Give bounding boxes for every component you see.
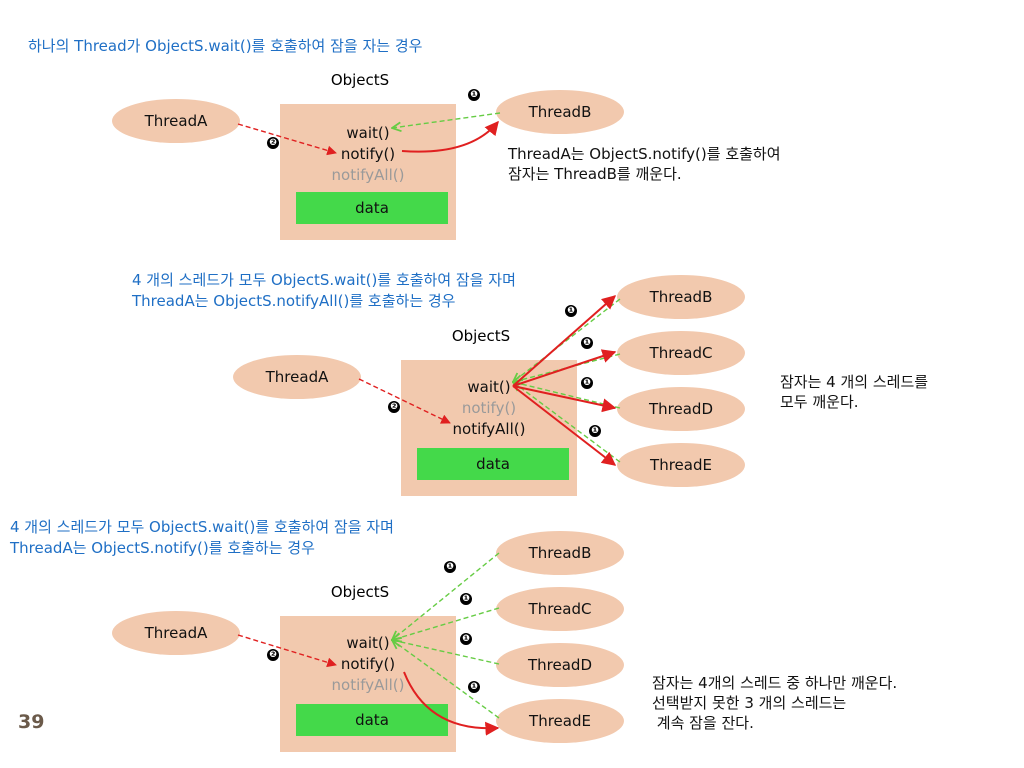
section1-object-label: ObjectS xyxy=(330,71,390,89)
section1-thread-b: ThreadB xyxy=(496,90,624,134)
section2-method-wait: wait() xyxy=(467,378,511,396)
section3-badge-e: ❶ xyxy=(468,681,480,693)
section2-object-box: wait() notify() notifyAll() data xyxy=(401,360,577,496)
section3-thread-e: ThreadE xyxy=(496,699,624,743)
section1-caption: ThreadA는 ObjectS.notify()를 호출하여 잠자는 Thre… xyxy=(508,145,781,183)
section3-object-label: ObjectS xyxy=(330,583,390,601)
section3-badge-2: ❷ xyxy=(267,649,279,661)
section2-thread-b: ThreadB xyxy=(617,275,745,319)
section3-thread-d: ThreadD xyxy=(496,643,624,687)
section3-badge-b: ❶ xyxy=(444,561,456,573)
s3-wait-e xyxy=(392,640,500,719)
s3-wait-d xyxy=(392,640,500,665)
section1-heading: 하나의 Thread가 ObjectS.wait()를 호출하여 잠을 자는 경… xyxy=(28,37,423,55)
s3-wait-b xyxy=(392,552,500,640)
section3-method-notifyall: notifyAll() xyxy=(331,676,405,694)
section2-badge-2: ❷ xyxy=(388,401,400,413)
s3-notify-arrow xyxy=(403,671,500,736)
section2-badge-e: ❶ xyxy=(589,425,601,437)
section2-thread-c: ThreadC xyxy=(617,331,745,375)
s2-notify-e xyxy=(512,385,617,466)
s2-notify-b xyxy=(512,295,617,387)
section1-thread-a: ThreadA xyxy=(112,99,240,143)
section1-object-box: wait() notify() notifyAll() data xyxy=(280,104,456,240)
section3-data-box: data xyxy=(296,704,448,736)
section2-data-box: data xyxy=(417,448,569,480)
section3-method-notify: notify() xyxy=(340,655,396,673)
s1-notify-arrow xyxy=(401,120,499,153)
s2-notify-c xyxy=(512,349,617,387)
section3-badge-c: ❶ xyxy=(460,593,472,605)
section2-thread-d: ThreadD xyxy=(617,387,745,431)
section3-thread-b: ThreadB xyxy=(496,531,624,575)
s1-call-arrow xyxy=(237,123,337,156)
section2-badge-c: ❶ xyxy=(581,337,593,349)
section3-caption: 잠자는 4개의 스레드 중 하나만 깨운다. 선택받지 못한 3 개의 스레드는… xyxy=(652,674,898,732)
section2-badge-d: ❶ xyxy=(581,377,593,389)
s2-wait-e xyxy=(513,382,621,463)
s2-wait-b xyxy=(513,298,621,382)
section3-thread-a: ThreadA xyxy=(112,611,240,655)
section3-badge-d: ❶ xyxy=(460,633,472,645)
section2-method-notify: notify() xyxy=(461,399,517,417)
section1-method-wait: wait() xyxy=(346,124,390,142)
section1-badge-2: ❷ xyxy=(267,137,279,149)
section3-method-wait: wait() xyxy=(346,634,390,652)
section2-thread-e: ThreadE xyxy=(617,443,745,487)
section1-badge-1: ❶ xyxy=(468,89,480,101)
s2-call-arrow xyxy=(358,378,451,424)
section3-heading: 4 개의 스레드가 모두 ObjectS.wait()를 호출하여 잠을 자며 … xyxy=(10,518,394,557)
section2-badge-b: ❶ xyxy=(565,305,577,317)
s2-wait-d xyxy=(513,382,621,409)
section2-method-notifyall: notifyAll() xyxy=(452,420,526,438)
s1-wait-arrow xyxy=(392,112,501,128)
section1-method-notify: notify() xyxy=(340,145,396,163)
section2-caption: 잠자는 4 개의 스레드를 모두 깨운다. xyxy=(780,373,929,411)
section2-thread-a: ThreadA xyxy=(233,355,361,399)
s3-wait-c xyxy=(392,607,500,640)
section2-heading: 4 개의 스레드가 모두 ObjectS.wait()를 호출하여 잠을 자며 … xyxy=(132,271,516,310)
section3-object-box: wait() notify() notifyAll() data xyxy=(280,616,456,752)
section1-data-box: data xyxy=(296,192,448,224)
s2-notify-d xyxy=(512,385,617,413)
slide-number: 39 xyxy=(18,711,45,733)
section2-object-label: ObjectS xyxy=(451,327,511,345)
s3-call-arrow xyxy=(237,634,337,668)
section1-method-notifyall: notifyAll() xyxy=(331,166,405,184)
section3-thread-c: ThreadC xyxy=(496,587,624,631)
